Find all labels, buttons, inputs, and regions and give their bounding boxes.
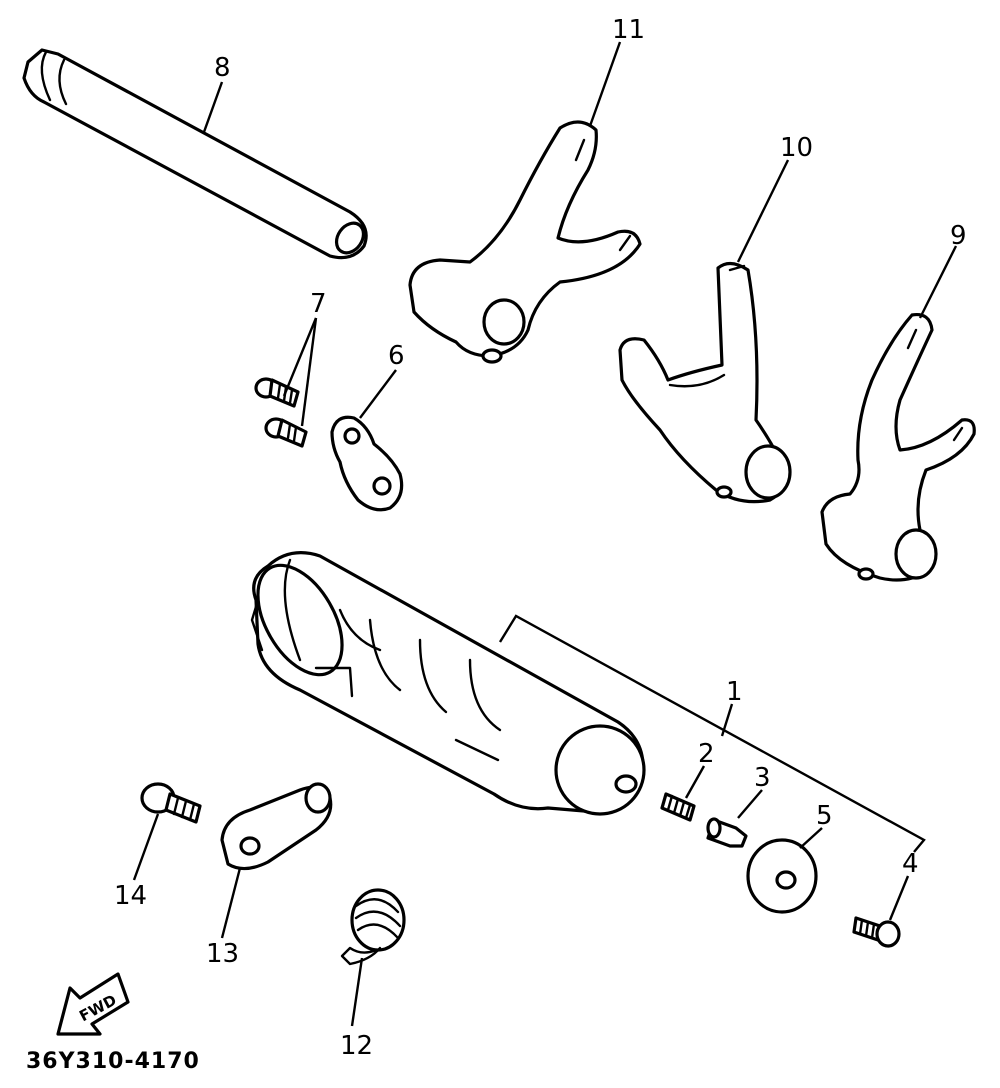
leader-14 (132, 813, 160, 881)
callout-6: 6 (388, 341, 405, 371)
leader-7a (282, 317, 318, 397)
leader-11 (588, 41, 622, 127)
callout-4: 4 (902, 849, 919, 879)
leader-8 (202, 81, 224, 133)
leader-5 (799, 827, 823, 849)
callout-7: 7 (310, 289, 327, 319)
callout-9: 9 (950, 221, 967, 251)
part-13-stopper-lever (220, 782, 333, 871)
leader-9 (918, 245, 958, 319)
part-1-shift-cam (250, 551, 646, 816)
callout-12: 12 (340, 1031, 373, 1061)
leader-2 (684, 765, 706, 799)
part-8-guide-bar (22, 48, 368, 260)
leader-12 (350, 957, 364, 1027)
leader-7b (300, 317, 318, 427)
leader-10 (736, 159, 790, 263)
leader-1 (720, 703, 734, 737)
leader-13 (220, 867, 242, 939)
fwd-arrow-icon: FWD (56, 972, 130, 1036)
part-3-pin (706, 817, 748, 848)
part-10-shift-fork (618, 261, 792, 504)
callout-14: 14 (114, 881, 147, 911)
part-9-shift-fork (820, 312, 976, 582)
callout-11: 11 (612, 15, 645, 45)
callout-8: 8 (214, 53, 231, 83)
callout-10: 10 (780, 133, 813, 163)
callout-3: 3 (754, 763, 771, 793)
part-14-bolt (140, 782, 202, 824)
leader-lines (132, 41, 958, 1027)
callout-1: 1 (726, 677, 743, 707)
part-7-screws (254, 377, 308, 448)
leader-3 (737, 789, 763, 819)
callout-2: 2 (698, 739, 715, 769)
callout-labels: 8 11 10 9 7 6 1 2 3 5 4 14 13 12 (114, 15, 967, 1061)
part-5-washer (746, 838, 818, 914)
leader-6 (359, 369, 397, 419)
leader-1-bracket (498, 614, 926, 853)
part-12-torsion-spring (340, 888, 406, 966)
leader-4 (888, 875, 910, 921)
part-6-plate (330, 415, 404, 512)
part-4-screw (852, 916, 901, 948)
callout-13: 13 (206, 939, 239, 969)
diagram-code: 36Y310-4170 (26, 1049, 200, 1074)
part-11-shift-fork (408, 120, 642, 364)
callout-5: 5 (816, 801, 833, 831)
part-2-spring (660, 792, 696, 822)
